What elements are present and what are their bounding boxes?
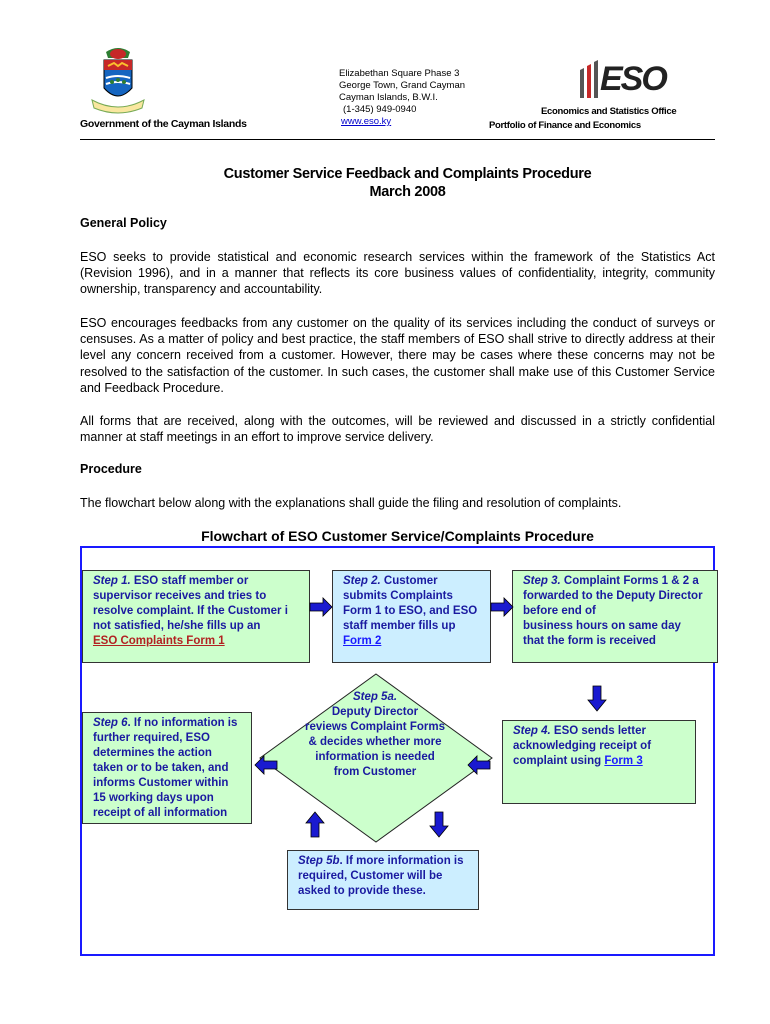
step-1-text: ESO staff member or bbox=[130, 575, 249, 587]
header-divider bbox=[80, 139, 715, 140]
step-5a-text: & decides whether more bbox=[308, 736, 442, 748]
step-2-text: Form 1 to ESO, and ESO bbox=[343, 605, 478, 617]
eso-logo: ESO bbox=[578, 58, 668, 100]
arrow-left-icon bbox=[467, 755, 491, 775]
eso-logo-mark-icon bbox=[580, 60, 598, 98]
logo-text: ESO bbox=[600, 60, 668, 98]
step-2-text: Customer bbox=[380, 575, 438, 587]
step-6-text: receipt of all information bbox=[93, 807, 228, 819]
step-5a-label: Step 5a. bbox=[352, 691, 398, 703]
policy-paragraph-1: ESO seeks to provide statistical and eco… bbox=[80, 250, 715, 297]
step-1-text: supervisor receives and tries to bbox=[93, 590, 267, 602]
step-4-text: acknowledging receipt of bbox=[513, 740, 652, 752]
step-5b-label: Step 5b bbox=[298, 855, 340, 867]
step-2-label: Step 2. bbox=[343, 575, 381, 587]
arrow-up-icon bbox=[305, 811, 325, 838]
step-1-label: Step 1. bbox=[93, 575, 131, 587]
step-5a-text: reviews Complaint Forms bbox=[305, 721, 445, 733]
policy-paragraph-3: All forms that are received, along with … bbox=[80, 414, 715, 445]
flowchart-title: Flowchart of ESO Customer Service/Compla… bbox=[201, 528, 594, 544]
flowchart-frame bbox=[80, 546, 715, 956]
decision-diamond bbox=[259, 673, 493, 843]
address-line: Cayman Islands, B.W.I. bbox=[339, 92, 438, 103]
step-6-text: 15 working days upon bbox=[93, 792, 214, 804]
arrow-right-icon bbox=[309, 597, 333, 617]
arrow-down-icon bbox=[429, 811, 449, 838]
website-link[interactable]: www.eso.ky bbox=[341, 116, 392, 127]
step-6-text: informs Customer within bbox=[93, 777, 229, 789]
step-1-box: Step 1. ESO staff member or supervisor r… bbox=[82, 570, 310, 663]
step-4-text: ESO sends letter bbox=[550, 725, 646, 737]
step-3-text: forwarded to the Deputy Director bbox=[523, 590, 703, 602]
step-6-text: further required, ESO bbox=[93, 732, 210, 744]
general-policy-heading: General Policy bbox=[80, 216, 167, 230]
coat-of-arms-icon bbox=[91, 48, 145, 114]
office-name: Economics and Statistics Office bbox=[541, 106, 677, 117]
arrow-down-icon bbox=[587, 685, 607, 712]
step-4-box: Step 4. ESO sends letter acknowledging r… bbox=[502, 720, 696, 804]
step-2-text: staff member fills up bbox=[343, 620, 456, 632]
step-2-box: Step 2. Customer submits Complaints Form… bbox=[332, 570, 491, 663]
arrow-right-icon bbox=[490, 597, 514, 617]
step-6-text: . If no information is bbox=[127, 717, 238, 729]
step-5b-box: Step 5b. If more information is required… bbox=[287, 850, 479, 910]
step-3-box: Step 3. Complaint Forms 1 & 2 a forwarde… bbox=[512, 570, 718, 663]
address-line: (1-345) 949-0940 bbox=[343, 104, 417, 115]
step-3-label: Step 3. bbox=[523, 575, 561, 587]
step-3-text: before end of bbox=[523, 605, 596, 617]
policy-paragraph-2: ESO encourages feedbacks from any custom… bbox=[80, 316, 715, 395]
step-5a-text: information is needed bbox=[315, 751, 435, 763]
step-5b-text: . If more information is bbox=[339, 855, 464, 867]
step-3-text: that the form is received bbox=[523, 635, 656, 647]
step-3-text: Complaint Forms 1 & 2 a bbox=[560, 575, 699, 587]
title-line-1: Customer Service Feedback and Complaints… bbox=[223, 166, 592, 182]
step-5a-text: from Customer bbox=[333, 766, 417, 778]
step-1-text: not satisfied, he/she fills up an bbox=[93, 620, 261, 632]
title-line-2: March 2008 bbox=[369, 184, 446, 200]
step-6-text: determines the action bbox=[93, 747, 212, 759]
step-1-text: resolve complaint. If the Customer i bbox=[93, 605, 288, 617]
step-3-text: business hours on same day bbox=[523, 620, 681, 632]
government-name: Government of the Cayman Islands bbox=[80, 118, 247, 130]
step-4-text: complaint using bbox=[513, 755, 605, 767]
step-5a-text-block: Step 5a. Deputy Director reviews Complai… bbox=[300, 690, 450, 780]
procedure-paragraph: The flowchart below along with the expla… bbox=[80, 496, 622, 510]
step-5b-text: required, Customer will be bbox=[298, 870, 443, 882]
step-5b-text: asked to provide these. bbox=[298, 885, 426, 897]
arrow-left-icon bbox=[254, 755, 278, 775]
step-6-box: Step 6. If no information is further req… bbox=[82, 712, 252, 824]
address-block: Elizabethan Square Phase 3 George Town, … bbox=[339, 68, 465, 128]
step-4-label: Step 4. bbox=[513, 725, 551, 737]
address-line: Elizabethan Square Phase 3 bbox=[339, 68, 460, 79]
address-line: George Town, Grand Cayman bbox=[339, 80, 466, 91]
step-2-text: submits Complaints bbox=[343, 590, 453, 602]
step-5a-text: Deputy Director bbox=[331, 706, 419, 718]
complaints-form-1-link[interactable]: ESO Complaints Form 1 bbox=[93, 635, 225, 647]
form-2-link[interactable]: Form 2 bbox=[343, 635, 382, 647]
procedure-heading: Procedure bbox=[80, 462, 142, 476]
step-6-label: Step 6 bbox=[93, 717, 128, 729]
document-title: Customer Service Feedback and Complaints… bbox=[80, 165, 735, 201]
portfolio-name: Portfolio of Finance and Economics bbox=[489, 120, 641, 131]
form-3-link[interactable]: Form 3 bbox=[604, 755, 643, 767]
step-6-text: taken or to be taken, and bbox=[93, 762, 229, 774]
